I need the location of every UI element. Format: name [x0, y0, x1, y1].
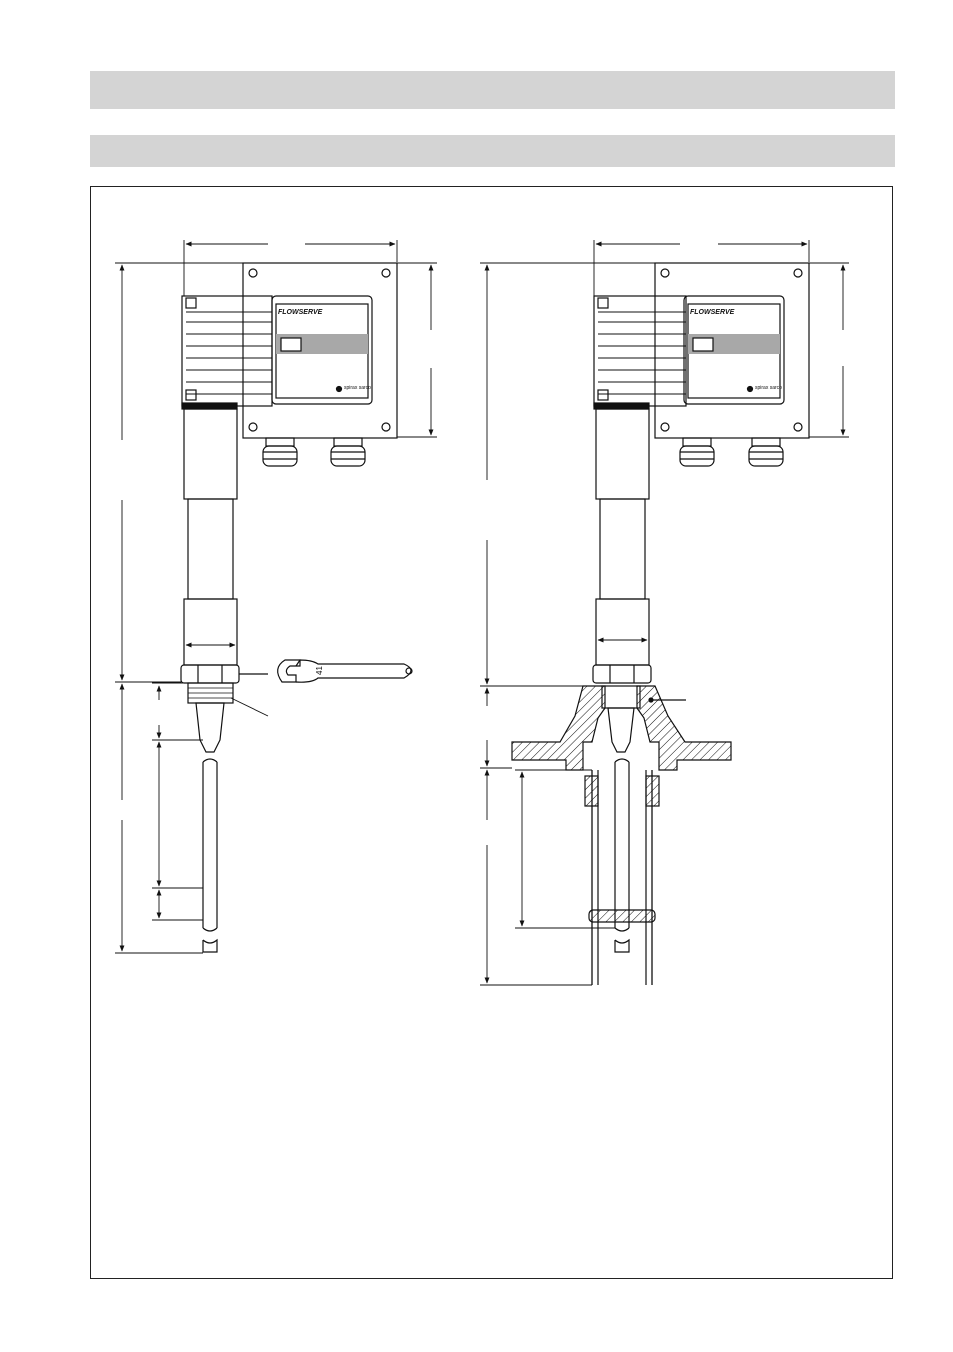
right-enclosure — [654, 262, 810, 439]
right-subbrand-logo: spirax sarco — [755, 385, 782, 391]
right-hex-nut — [592, 664, 652, 684]
flange-left-section — [511, 685, 606, 771]
wrench-icon — [239, 659, 413, 683]
wrench-size-label: 41 — [314, 666, 324, 675]
left-enclosure — [242, 262, 398, 439]
right-device — [511, 262, 810, 985]
left-cable-glands — [262, 437, 366, 467]
right-label-panel — [683, 295, 785, 405]
left-brand-logo: FLOWSERVE — [278, 309, 323, 316]
left-label-panel — [271, 295, 373, 405]
right-brand-logo: FLOWSERVE — [690, 309, 735, 316]
flange-right-section — [636, 685, 732, 771]
header-bar — [90, 71, 895, 109]
left-device — [180, 262, 398, 953]
left-tube-upper — [183, 408, 238, 500]
right-cable-glands — [679, 437, 784, 467]
left-dimensions — [115, 240, 437, 954]
subheader-bar — [90, 135, 895, 167]
left-hex-nut — [180, 664, 240, 684]
figure-frame — [90, 186, 893, 1279]
left-subbrand-logo: spirax sarco — [344, 385, 371, 391]
right-dimensions — [480, 240, 849, 986]
